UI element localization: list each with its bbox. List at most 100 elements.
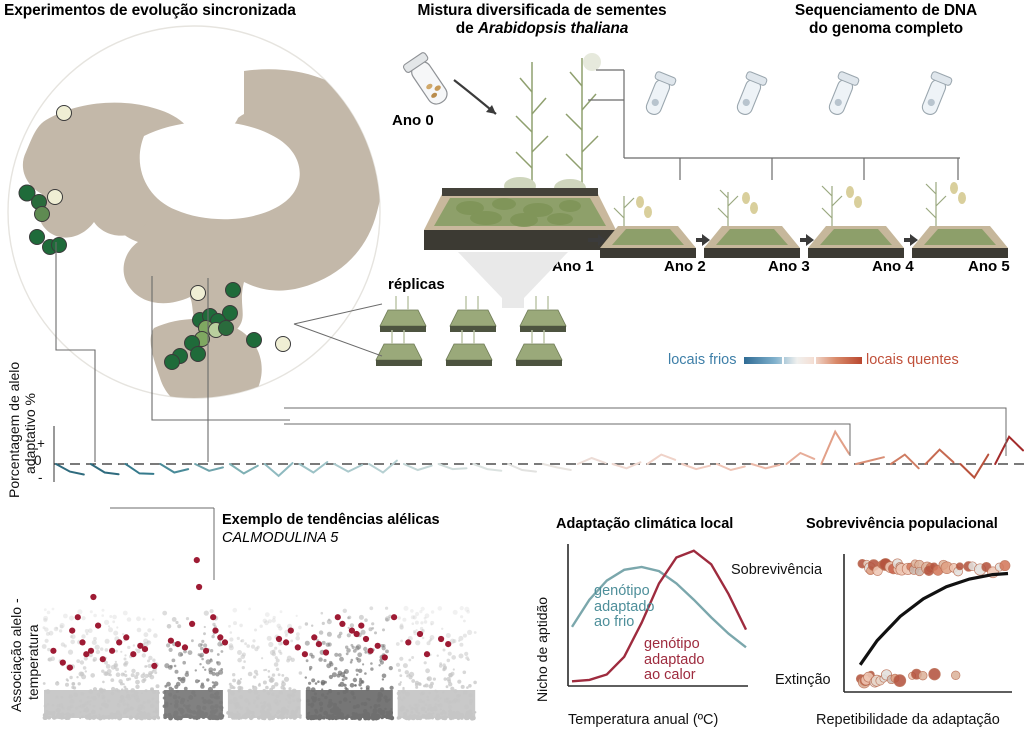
manhattan-point bbox=[358, 614, 364, 620]
manhattan-point bbox=[70, 634, 76, 640]
manhattan-point bbox=[381, 673, 387, 679]
manhattan-point bbox=[318, 630, 324, 635]
manhattan-point bbox=[425, 668, 430, 674]
manhattan-point bbox=[257, 683, 261, 687]
manhattan-point bbox=[459, 606, 464, 611]
manhattan-point bbox=[143, 638, 149, 644]
manhattan-point bbox=[183, 686, 188, 691]
manhattan-point bbox=[325, 642, 330, 647]
manhattan-point bbox=[278, 626, 283, 631]
manhattan-chromosome bbox=[162, 609, 225, 721]
manhattan-point bbox=[448, 682, 453, 687]
manhattan-chromosome bbox=[226, 607, 303, 721]
seed-grain bbox=[426, 83, 433, 90]
manhattan-point bbox=[243, 660, 246, 663]
manhattan-point bbox=[69, 675, 73, 680]
manhattan-point bbox=[46, 610, 51, 615]
year-0-label: Ano 0 bbox=[392, 112, 434, 129]
manhattan-point bbox=[280, 685, 285, 690]
manhattan-point bbox=[283, 676, 290, 682]
survival-category-bottom: Extinção bbox=[775, 672, 831, 688]
manhattan-point bbox=[153, 633, 158, 638]
manhattan-significant-point bbox=[391, 614, 398, 621]
manhattan-point bbox=[426, 641, 431, 646]
manhattan-point bbox=[460, 615, 464, 619]
manhattan-point bbox=[328, 618, 331, 621]
manhattan-point bbox=[95, 649, 101, 655]
manhattan-significant-point bbox=[174, 641, 181, 648]
allele-trace bbox=[124, 463, 155, 475]
manhattan-point bbox=[385, 649, 389, 654]
manhattan-point bbox=[430, 623, 433, 626]
year-5-label: Ano 5 bbox=[968, 258, 1010, 275]
manhattan-significant-point bbox=[315, 641, 322, 648]
manhattan-point bbox=[458, 653, 464, 659]
manhattan-point bbox=[347, 626, 350, 629]
dna-pellet bbox=[834, 98, 842, 107]
survival-point-group bbox=[855, 558, 1011, 689]
manhattan-point bbox=[220, 643, 224, 647]
allele-trace bbox=[924, 448, 955, 465]
niche-cold-line2: adaptado bbox=[594, 598, 655, 615]
allele-trace bbox=[228, 463, 259, 475]
manhattan-point bbox=[304, 622, 309, 626]
manhattan-point bbox=[232, 678, 237, 683]
manhattan-point bbox=[143, 641, 149, 648]
manhattan-point bbox=[162, 610, 168, 616]
plant-silique bbox=[583, 53, 601, 71]
manhattan-point bbox=[169, 664, 173, 669]
manhattan-point bbox=[346, 633, 351, 638]
manhattan-point bbox=[399, 674, 403, 677]
manhattan-point bbox=[185, 617, 190, 621]
replica-connector bbox=[293, 323, 383, 357]
manhattan-point bbox=[177, 651, 183, 657]
manhattan-point bbox=[337, 653, 342, 657]
manhattan-point bbox=[414, 620, 419, 625]
manhattan-point bbox=[415, 640, 421, 646]
manhattan-point bbox=[410, 615, 415, 620]
manhattan-point bbox=[358, 683, 362, 687]
manhattan-point bbox=[191, 639, 194, 643]
manhattan-point bbox=[421, 636, 425, 640]
manhattan-point bbox=[115, 672, 121, 677]
manhattan-point bbox=[200, 646, 204, 651]
manhattan-significant-point bbox=[59, 659, 66, 666]
manhattan-point bbox=[272, 615, 276, 620]
manhattan-point bbox=[89, 610, 93, 614]
manhattan-point bbox=[345, 645, 349, 649]
allele-trace bbox=[994, 435, 1024, 465]
manhattan-point bbox=[436, 654, 439, 657]
manhattan-point bbox=[354, 684, 357, 687]
manhattan-point bbox=[220, 668, 224, 671]
manhattan-point bbox=[360, 629, 366, 635]
manhattan-point bbox=[104, 619, 110, 625]
manhattan-point bbox=[274, 682, 279, 687]
manhattan-significant-point bbox=[130, 651, 137, 658]
manhattan-point bbox=[197, 643, 203, 648]
legend-label-cold: locais frios bbox=[668, 352, 737, 368]
manhattan-significant-point bbox=[287, 627, 294, 634]
manhattan-point bbox=[205, 659, 211, 665]
year-2-label: Ano 2 bbox=[664, 258, 706, 275]
manhattan-ylabel-line2: temperatura bbox=[25, 624, 41, 700]
manhattan-point bbox=[397, 616, 402, 620]
manhattan-point bbox=[58, 629, 63, 633]
manhattan-point bbox=[430, 610, 435, 614]
manhattan-point bbox=[329, 662, 334, 667]
manhattan-point bbox=[399, 623, 404, 627]
manhattan-point bbox=[101, 608, 105, 612]
manhattan-plot bbox=[41, 557, 477, 721]
niche-xlabel: Temperatura anual (ºC) bbox=[568, 712, 719, 728]
manhattan-point bbox=[417, 682, 422, 686]
dna-tube-cap bbox=[930, 71, 953, 86]
manhattan-point bbox=[344, 676, 348, 680]
manhattan-point bbox=[152, 618, 155, 621]
year-4-label: Ano 4 bbox=[872, 258, 914, 275]
manhattan-point bbox=[105, 664, 111, 669]
allele-trace bbox=[472, 463, 503, 472]
allele-trace-group bbox=[55, 429, 1024, 480]
manhattan-point bbox=[45, 631, 50, 636]
manhattan-point bbox=[423, 616, 427, 620]
manhattan-point bbox=[442, 663, 446, 667]
manhattan-point bbox=[113, 666, 117, 669]
